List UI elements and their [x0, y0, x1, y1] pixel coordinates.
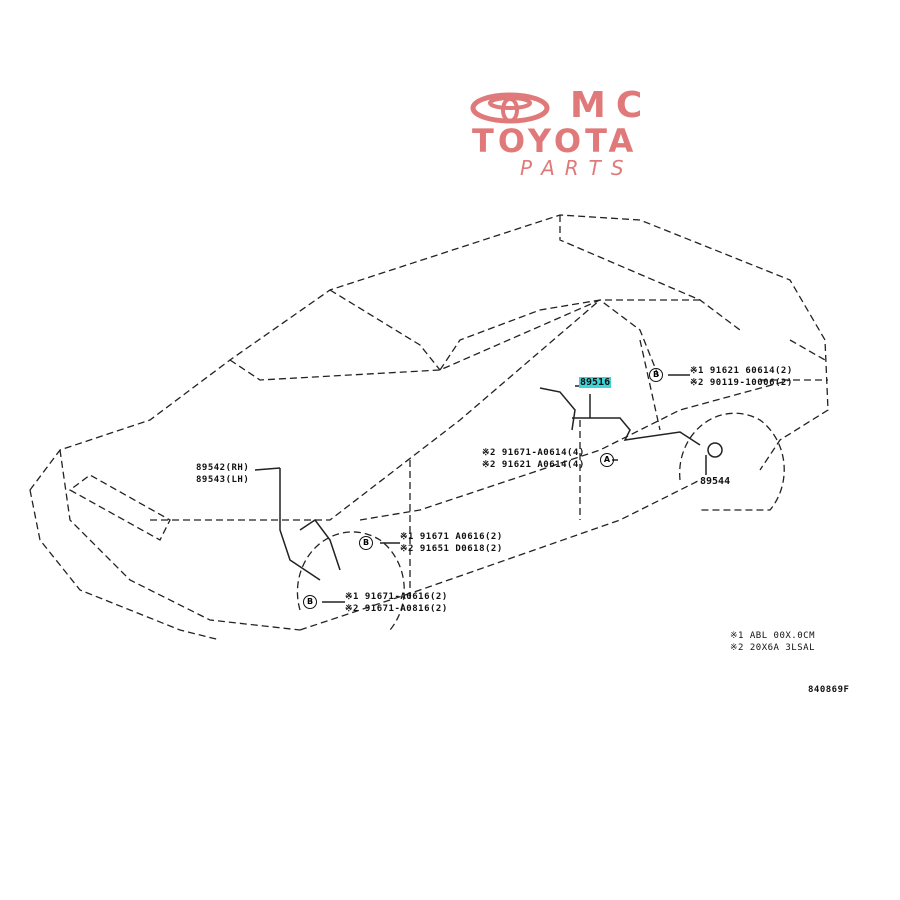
marker-b: B — [649, 368, 663, 382]
note-line: ※1 ABL 00X.0CM — [730, 631, 815, 641]
logo-toyota: TOYOTA — [472, 122, 638, 160]
callout-line: ※1 91671 A0616(2) — [400, 532, 503, 542]
marker-a: A — [600, 453, 614, 467]
callout-line: ※2 90119-10006(2) — [690, 378, 793, 388]
note-line: ※2 20X6A 3LSAL — [730, 643, 815, 653]
callout-line: ※2 91651 D0618(2) — [400, 544, 503, 554]
part-89516-label[interactable]: 89516 — [579, 377, 612, 389]
logo-mc: MC — [570, 85, 653, 126]
marker-b: B — [303, 595, 317, 609]
logo-parts: PARTS — [520, 156, 634, 180]
callout-line: ※2 91621 A0614(4) — [482, 460, 585, 470]
diagram-code: 840869F — [808, 685, 850, 695]
toyota-emblem-icon — [470, 92, 550, 124]
part-89542-label[interactable]: 89542(RH) — [196, 463, 250, 473]
part-89543-label[interactable]: 89543(LH) — [196, 475, 250, 485]
part-number: 89516 — [579, 377, 612, 388]
callout-line: ※2 91671-A0614(4) — [482, 448, 585, 458]
callout-line: ※1 91671-A0616(2) — [345, 592, 448, 602]
marker-b: B — [359, 536, 373, 550]
callout-line: ※1 91621 60614(2) — [690, 366, 793, 376]
callout-line: ※2 91671-A0816(2) — [345, 604, 448, 614]
part-89544-label[interactable]: 89544 — [700, 476, 731, 487]
